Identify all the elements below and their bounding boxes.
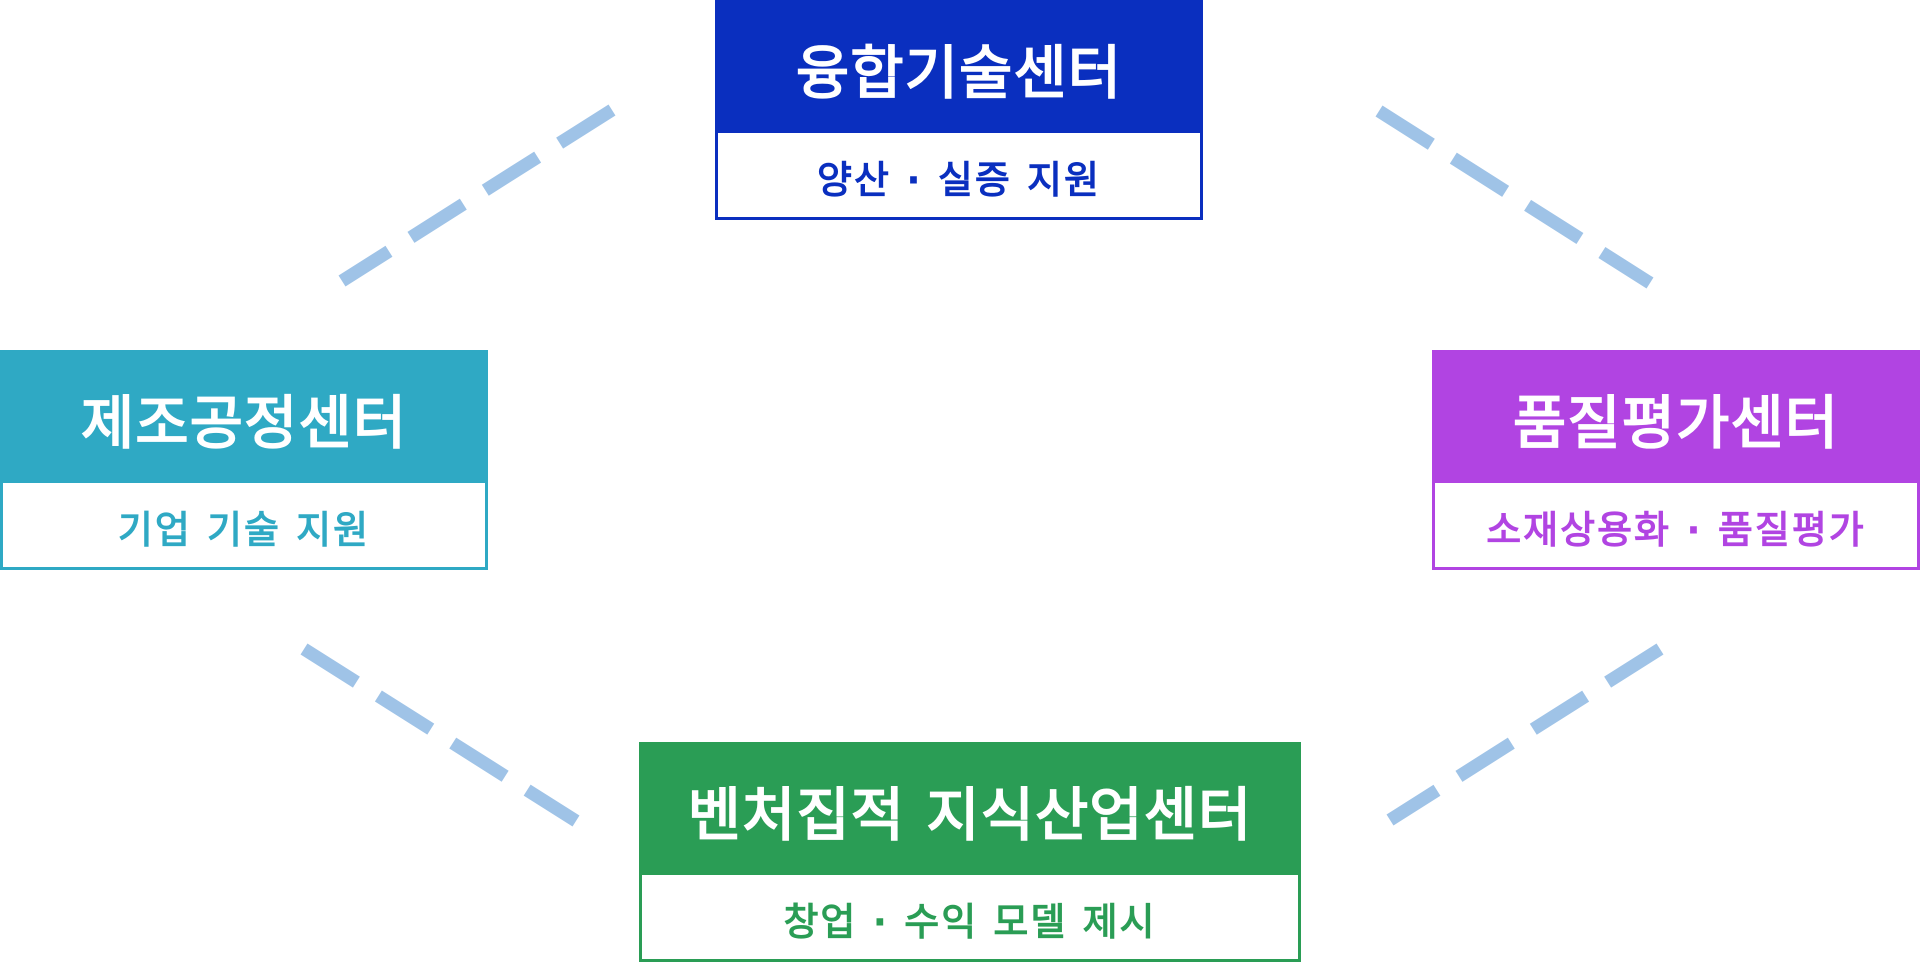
node-subtitle: 양산 · 실증 지원 bbox=[817, 158, 1101, 202]
node-title: 융합기술센터 bbox=[718, 3, 1200, 133]
connector-left-bottom bbox=[300, 643, 580, 827]
node-manufacturing-process-center: 제조공정센터 기업 기술 지원 bbox=[0, 350, 488, 570]
connector-top-left bbox=[338, 104, 616, 287]
connector-top-right bbox=[1375, 105, 1654, 289]
node-quality-evaluation-center: 품질평가센터 소재상용화 · 품질평가 bbox=[1432, 350, 1920, 570]
node-subtitle: 소재상용화 · 품질평가 bbox=[1486, 508, 1866, 552]
node-title: 벤처집적 지식산업센터 bbox=[642, 745, 1298, 875]
node-venture-knowledge-industry-center: 벤처집적 지식산업센터 창업 · 수익 모델 제시 bbox=[639, 742, 1301, 962]
node-title: 제조공정센터 bbox=[3, 353, 485, 483]
connector-right-bottom bbox=[1386, 643, 1664, 826]
node-subtitle: 창업 · 수익 모델 제시 bbox=[783, 900, 1157, 944]
node-title: 품질평가센터 bbox=[1435, 353, 1917, 483]
node-fusion-tech-center: 융합기술센터 양산 · 실증 지원 bbox=[715, 0, 1203, 220]
node-subtitle: 기업 기술 지원 bbox=[117, 508, 371, 552]
